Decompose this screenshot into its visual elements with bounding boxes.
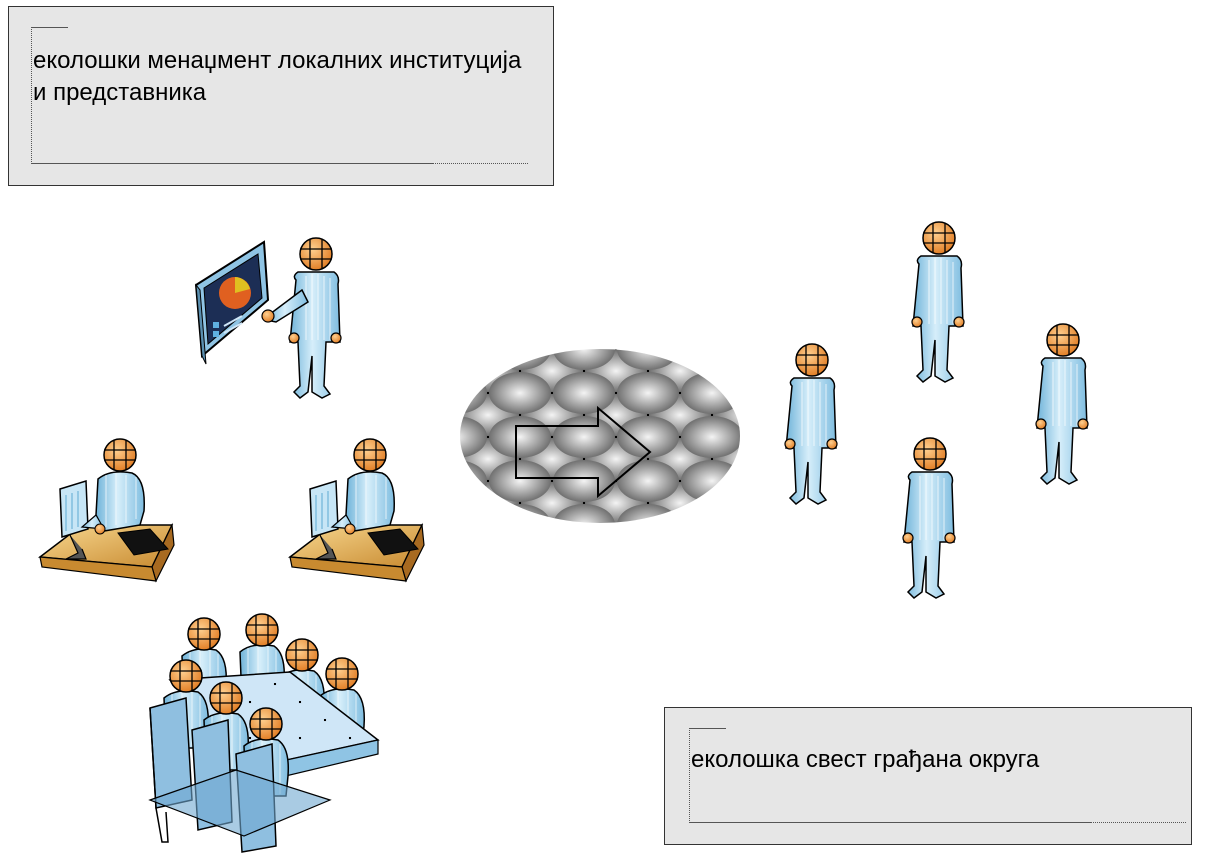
presenter-person-icon [261, 238, 341, 398]
presenter-group [194, 238, 341, 398]
citizen-person-icon [785, 344, 837, 504]
citizen-person-icon [912, 222, 964, 382]
institutions-label-box: еколошки менаџмент локалних институција … [8, 6, 554, 186]
label-frame [689, 728, 1186, 823]
citizens-label-box: еколошка свест грађана округа [664, 707, 1192, 845]
label-frame [31, 27, 528, 164]
desk-worker-right-icon [290, 439, 424, 581]
citizen-person-icon [903, 438, 955, 598]
institutions-label-text: еколошки менаџмент локалних институција … [33, 47, 522, 106]
desk-worker-left-icon [40, 439, 174, 581]
meeting-group-icon [148, 614, 380, 853]
right-arrow-icon [460, 349, 740, 523]
citizens-label-text: еколошка свест грађана округа [691, 746, 1040, 773]
presentation-board-icon [194, 240, 270, 365]
citizen-person-icon [1036, 324, 1088, 484]
